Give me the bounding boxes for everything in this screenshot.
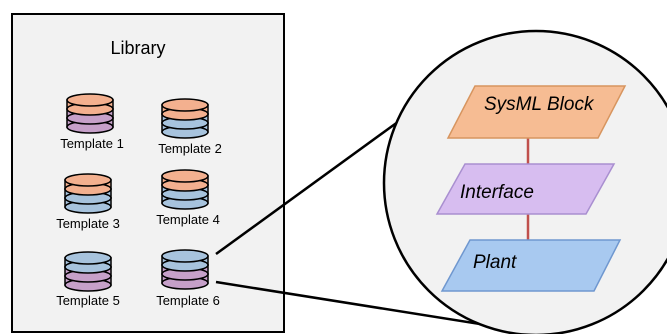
plant-shape: Plant [440,239,622,292]
template-label: Template 1 [60,136,124,151]
template-label: Template 5 [56,293,120,308]
plant-label: Plant [473,252,517,273]
sysml-block-shape: SysML Block [446,85,627,139]
template-list: Template 1 Template 2 Template 3 Template 4… [56,93,222,308]
template-label: Template 3 [56,216,120,231]
plant-parallelogram [440,239,622,292]
sysml-block-label: SysML Block [484,94,595,115]
interface-parallelogram [435,163,616,215]
library-panel-border [11,13,285,333]
database-icon [161,169,209,210]
template-item[interactable]: Template 3 [56,173,120,231]
template-label: Template 6 [156,293,220,308]
template-label: Template 4 [156,212,220,227]
database-icon [64,173,112,214]
interface-label: Interface [460,182,534,203]
zoom-circle: SysML Block Interface Plant [382,29,667,334]
template-label: Template 2 [158,141,222,156]
template-item[interactable]: Template 2 [158,98,222,156]
template-item[interactable]: Template 4 [156,169,220,227]
interface-shape: Interface [435,163,616,215]
template-item[interactable]: Template 1 [60,93,124,151]
library-title: Library [110,38,165,58]
template-item[interactable]: Template 6 [156,249,220,308]
database-icon [64,251,112,292]
database-icon [66,93,114,134]
database-icon [161,249,209,290]
sysml-block-parallelogram [446,85,627,139]
template-item[interactable]: Template 5 [56,251,120,308]
database-icon [161,98,209,139]
